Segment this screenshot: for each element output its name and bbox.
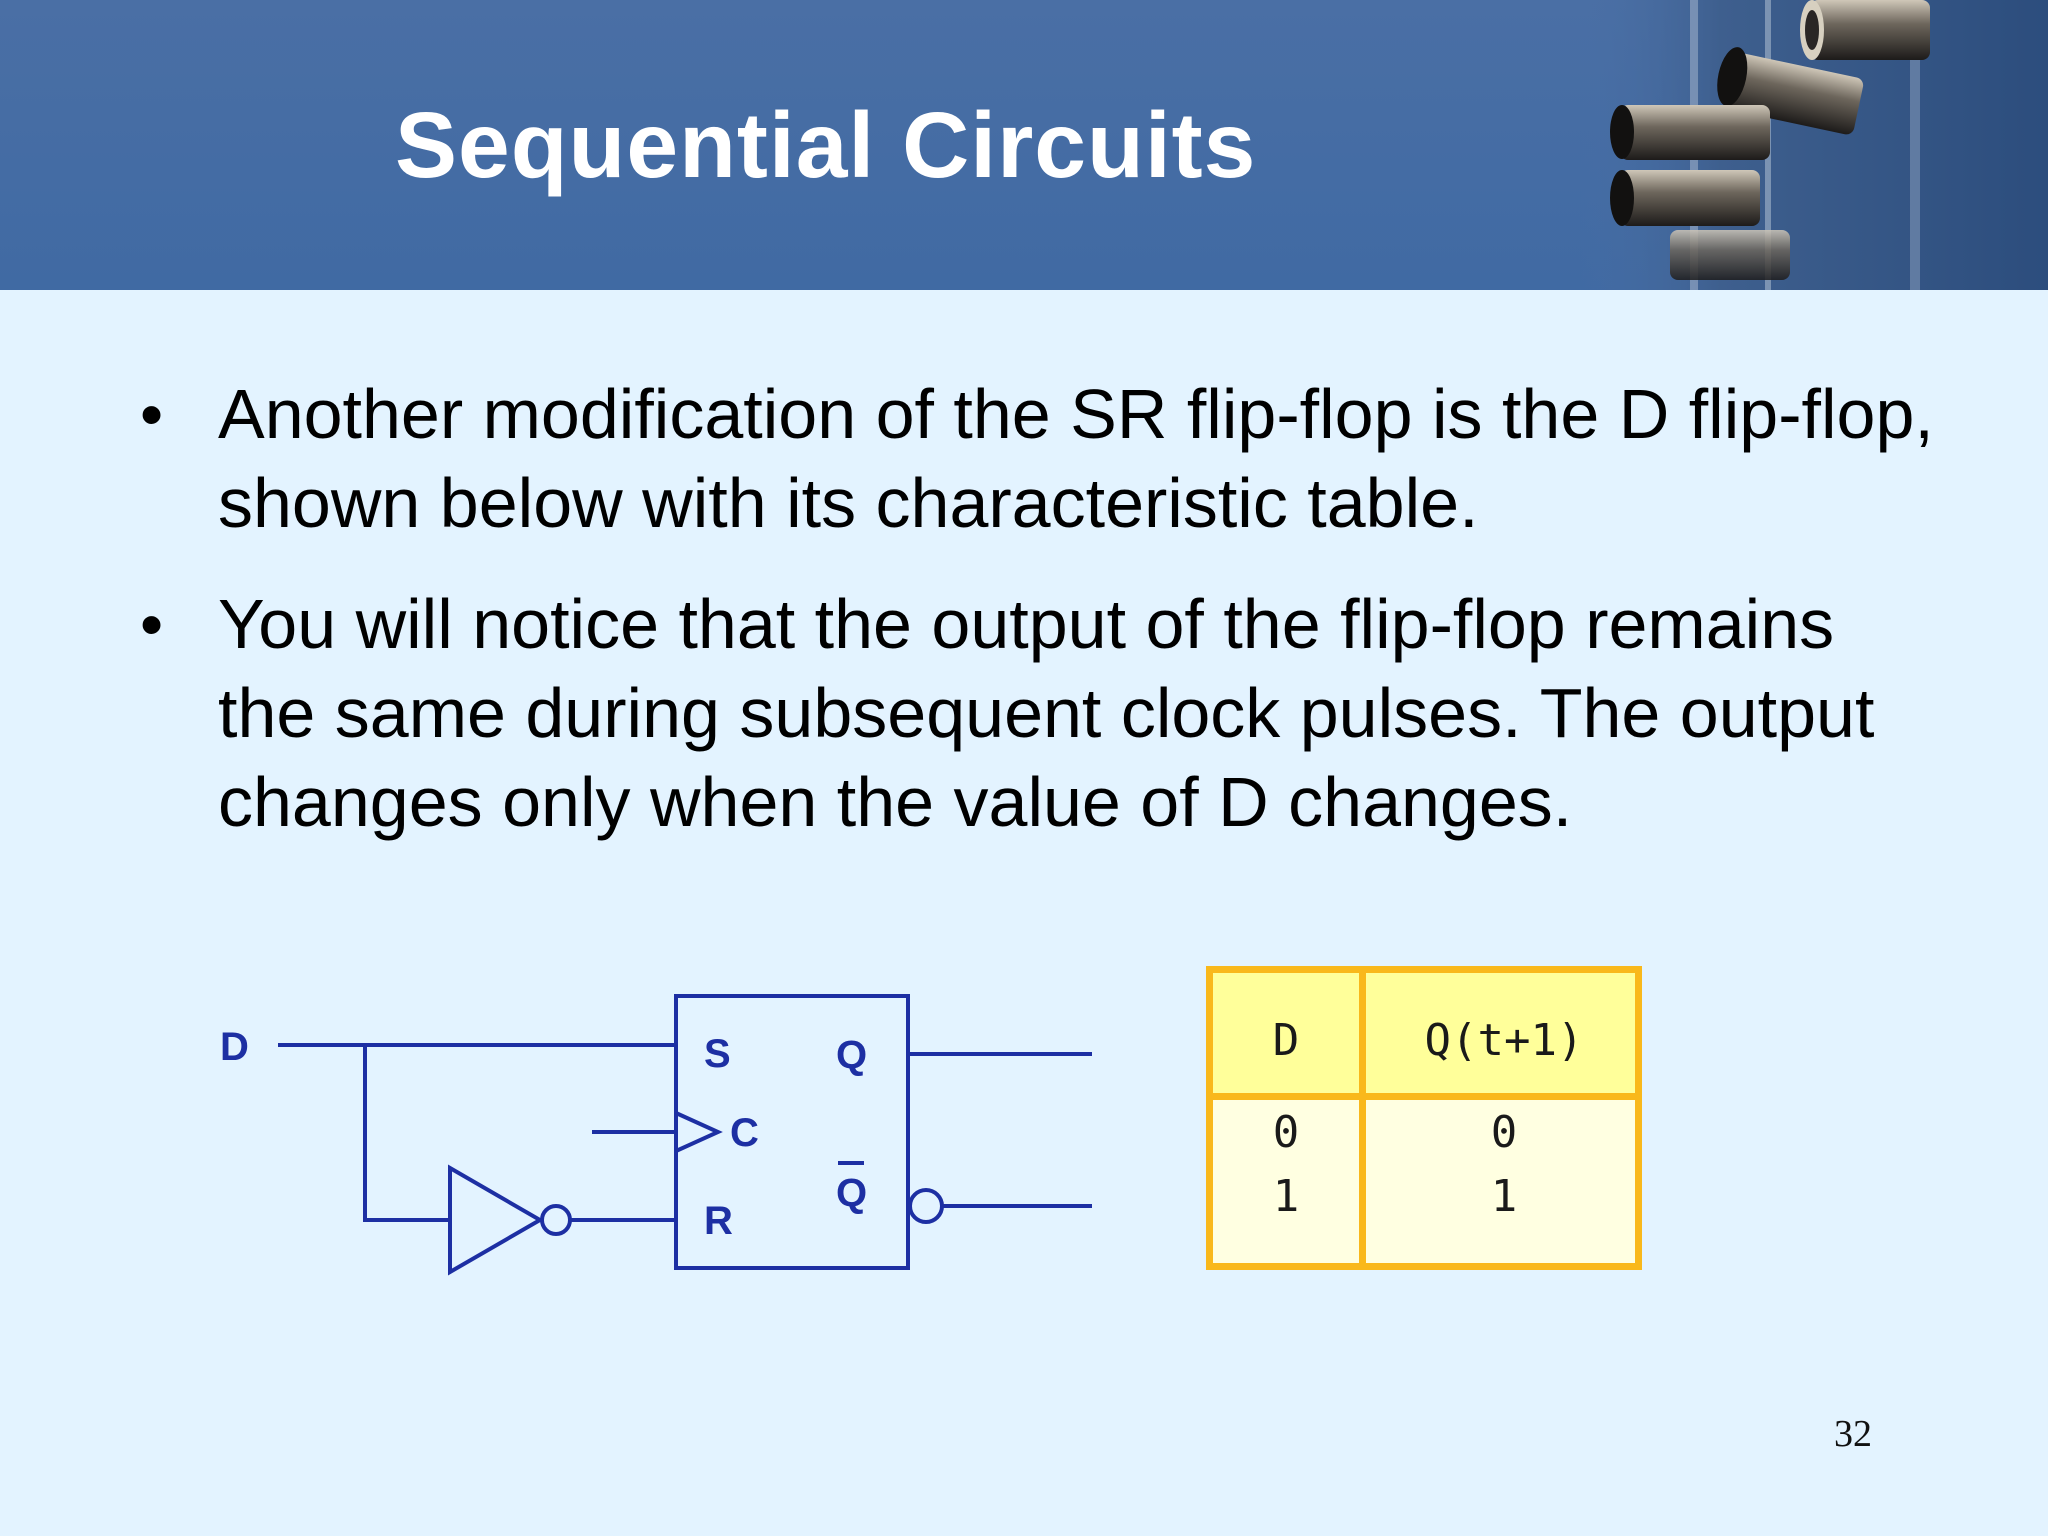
inverter-gate [448,1164,544,1276]
pin-s-label: S [704,1032,731,1076]
d-input-label: D [220,1025,249,1069]
slide-header: Sequential Circuits [0,0,2048,290]
d-branch-wire [363,1045,450,1222]
header-photo [1580,0,2048,290]
bullet-text: Another modification of the SR flip-flop… [218,375,1934,542]
pin-r-label: R [704,1199,733,1243]
table-header-row [1213,973,1635,1100]
bullet-item: • You will notice that the output of the… [140,580,1980,847]
q-output-label: Q [836,1033,867,1077]
bullet-item: • Another modification of the SR flip-fl… [140,370,1980,548]
qbar-bubble [908,1188,944,1224]
header-cell-d: D [1272,1015,1300,1066]
bullet-marker: • [140,377,164,451]
bullet-list: • Another modification of the SR flip-fl… [140,370,1980,879]
table-cell: 1 [1490,1171,1518,1222]
bullet-marker: • [140,587,164,661]
clock-triangle [675,1111,723,1153]
table-column-divider [1359,973,1366,1263]
table-cell: 0 [1490,1107,1518,1158]
page-number: 32 [1834,1413,1872,1455]
table-cell: 1 [1272,1171,1300,1222]
bullet-text: You will notice that the output of the f… [218,585,1875,841]
characteristic-table: D Q(t+1) 0 0 1 1 [1206,966,1642,1270]
pin-c-label: C [730,1111,759,1155]
qbar-output-label: Q [836,1171,867,1215]
d-flip-flop-diagram: D S C R Q Q [220,994,1092,1276]
header-cell-q-next: Q(t+1) [1424,1015,1584,1066]
inverter-bubble [540,1204,572,1236]
table-cell: 0 [1272,1107,1300,1158]
slide-title: Sequential Circuits [395,93,1257,197]
